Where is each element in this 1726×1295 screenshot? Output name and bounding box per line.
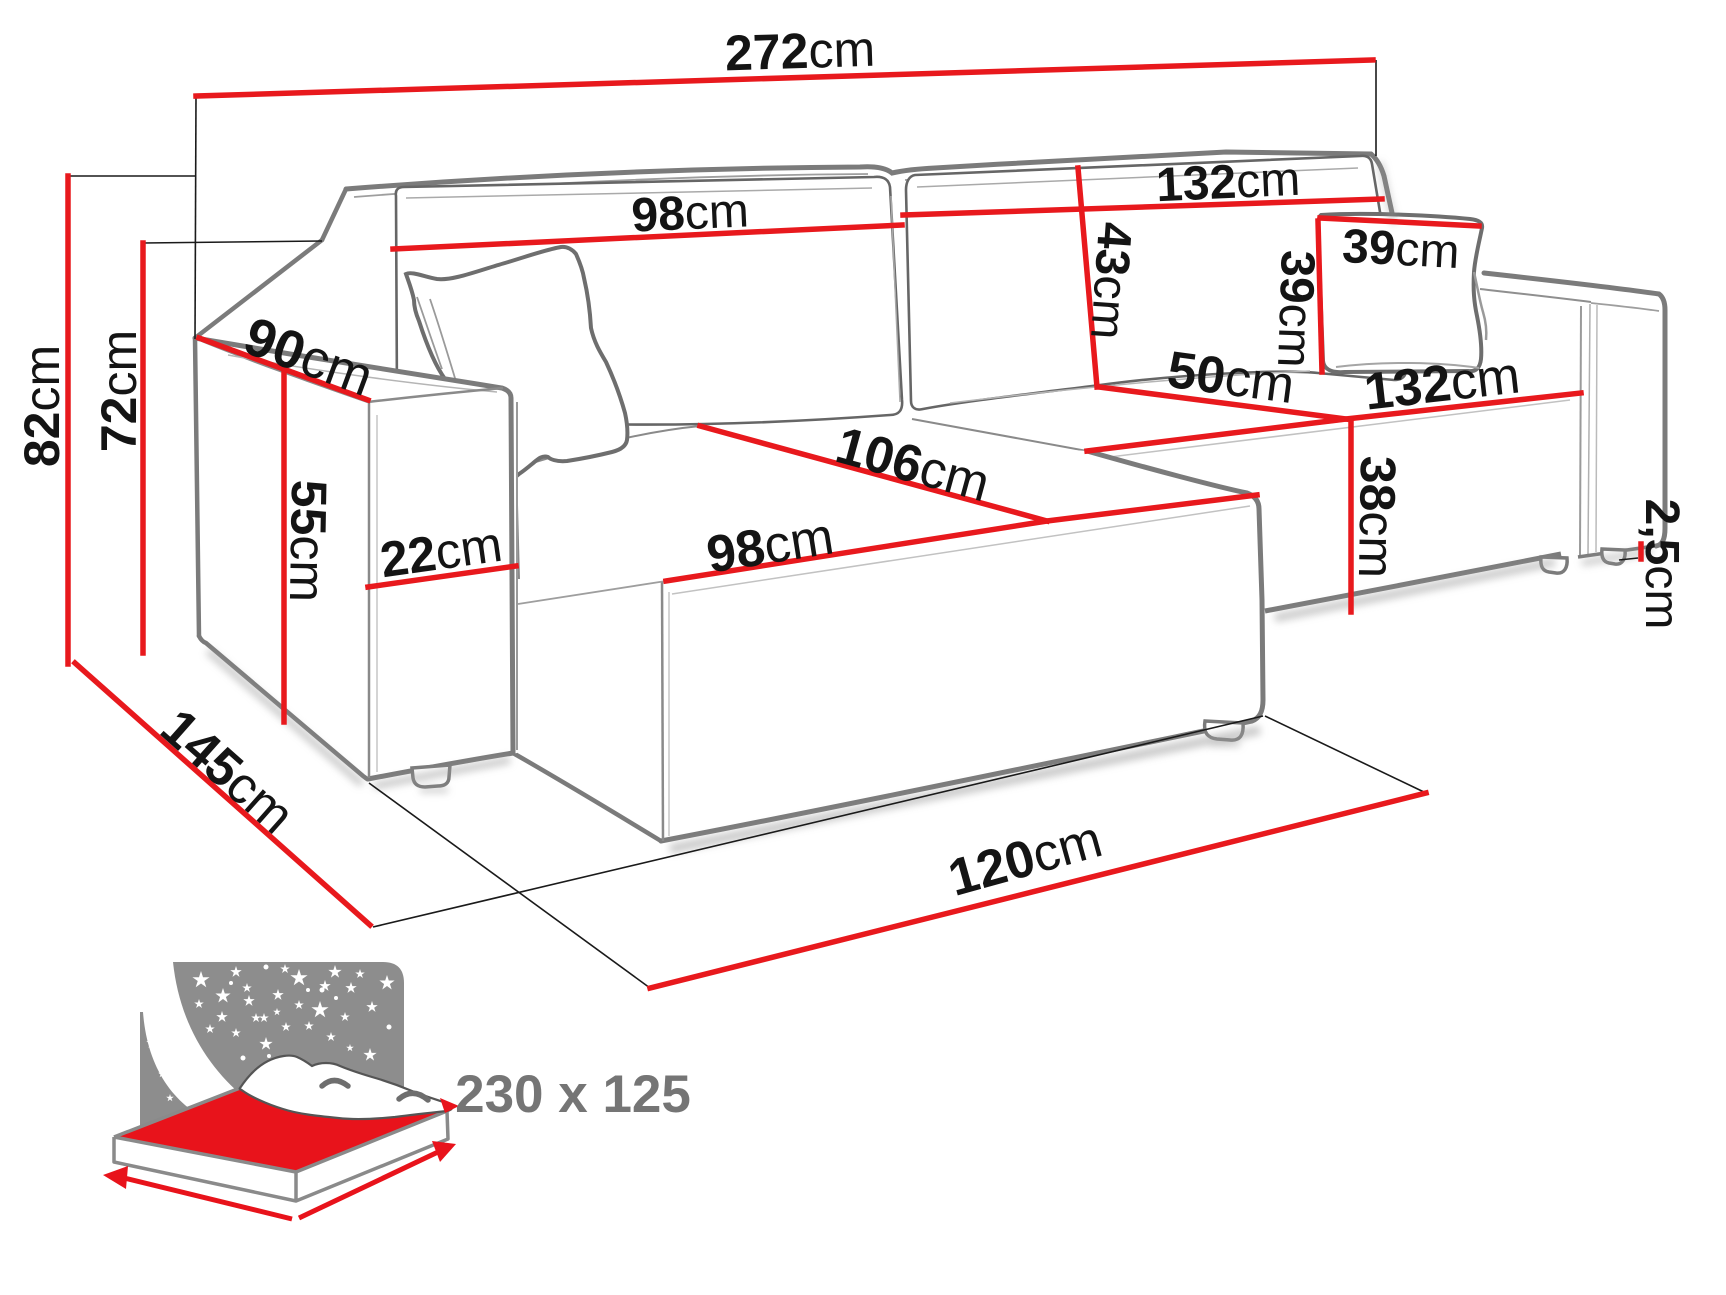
svg-text:82cm: 82cm xyxy=(14,345,70,467)
svg-text:38cm: 38cm xyxy=(1348,455,1406,578)
svg-text:2,5cm: 2,5cm xyxy=(1635,499,1688,630)
svg-text:39cm: 39cm xyxy=(1267,249,1324,368)
svg-text:72cm: 72cm xyxy=(91,330,147,452)
svg-text:98cm: 98cm xyxy=(630,184,750,242)
svg-text:230 x 125: 230 x 125 xyxy=(455,1065,691,1124)
svg-text:132cm: 132cm xyxy=(1155,153,1301,212)
svg-text:39cm: 39cm xyxy=(1341,220,1461,279)
svg-text:55cm: 55cm xyxy=(279,479,337,602)
svg-text:272cm: 272cm xyxy=(724,21,876,82)
svg-text:43cm: 43cm xyxy=(1080,220,1141,341)
